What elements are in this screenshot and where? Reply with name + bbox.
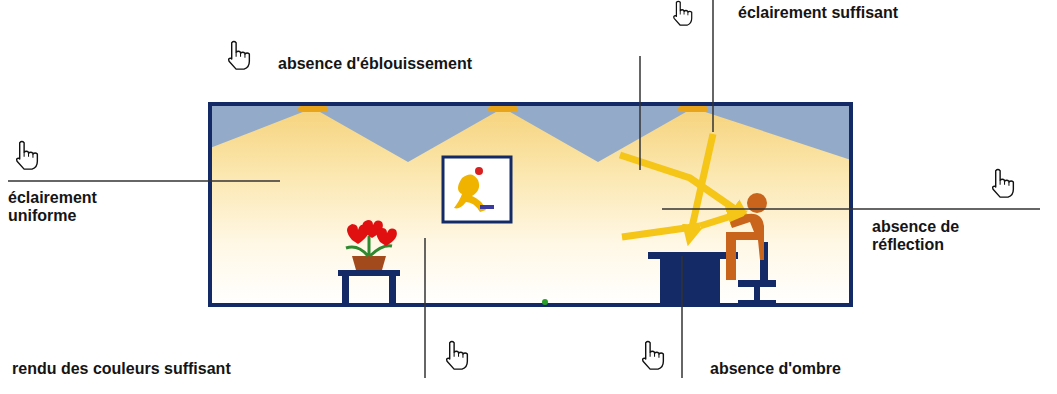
wall-picture <box>443 157 511 222</box>
leader-lines <box>8 0 1040 378</box>
callout-label: éclairement suffisant <box>738 4 898 22</box>
flower-pot <box>338 220 400 305</box>
ceiling-shade <box>210 104 851 162</box>
callout-label: rendu des couleurs suffisant <box>12 360 231 378</box>
hand-cursor-icons <box>17 1 1014 369</box>
room-outline <box>210 104 851 305</box>
callout-label: absence d'ombre <box>710 360 841 378</box>
ceiling-lamps <box>298 106 708 112</box>
floor-dot <box>542 299 548 305</box>
light-beams <box>620 134 742 237</box>
callout-label: éclairement uniforme <box>8 189 126 225</box>
desk-worker <box>648 193 776 305</box>
callout-label: absence d'éblouissement <box>278 55 472 73</box>
room-light <box>210 104 851 305</box>
callout-label: absence de réflection <box>872 218 1012 254</box>
